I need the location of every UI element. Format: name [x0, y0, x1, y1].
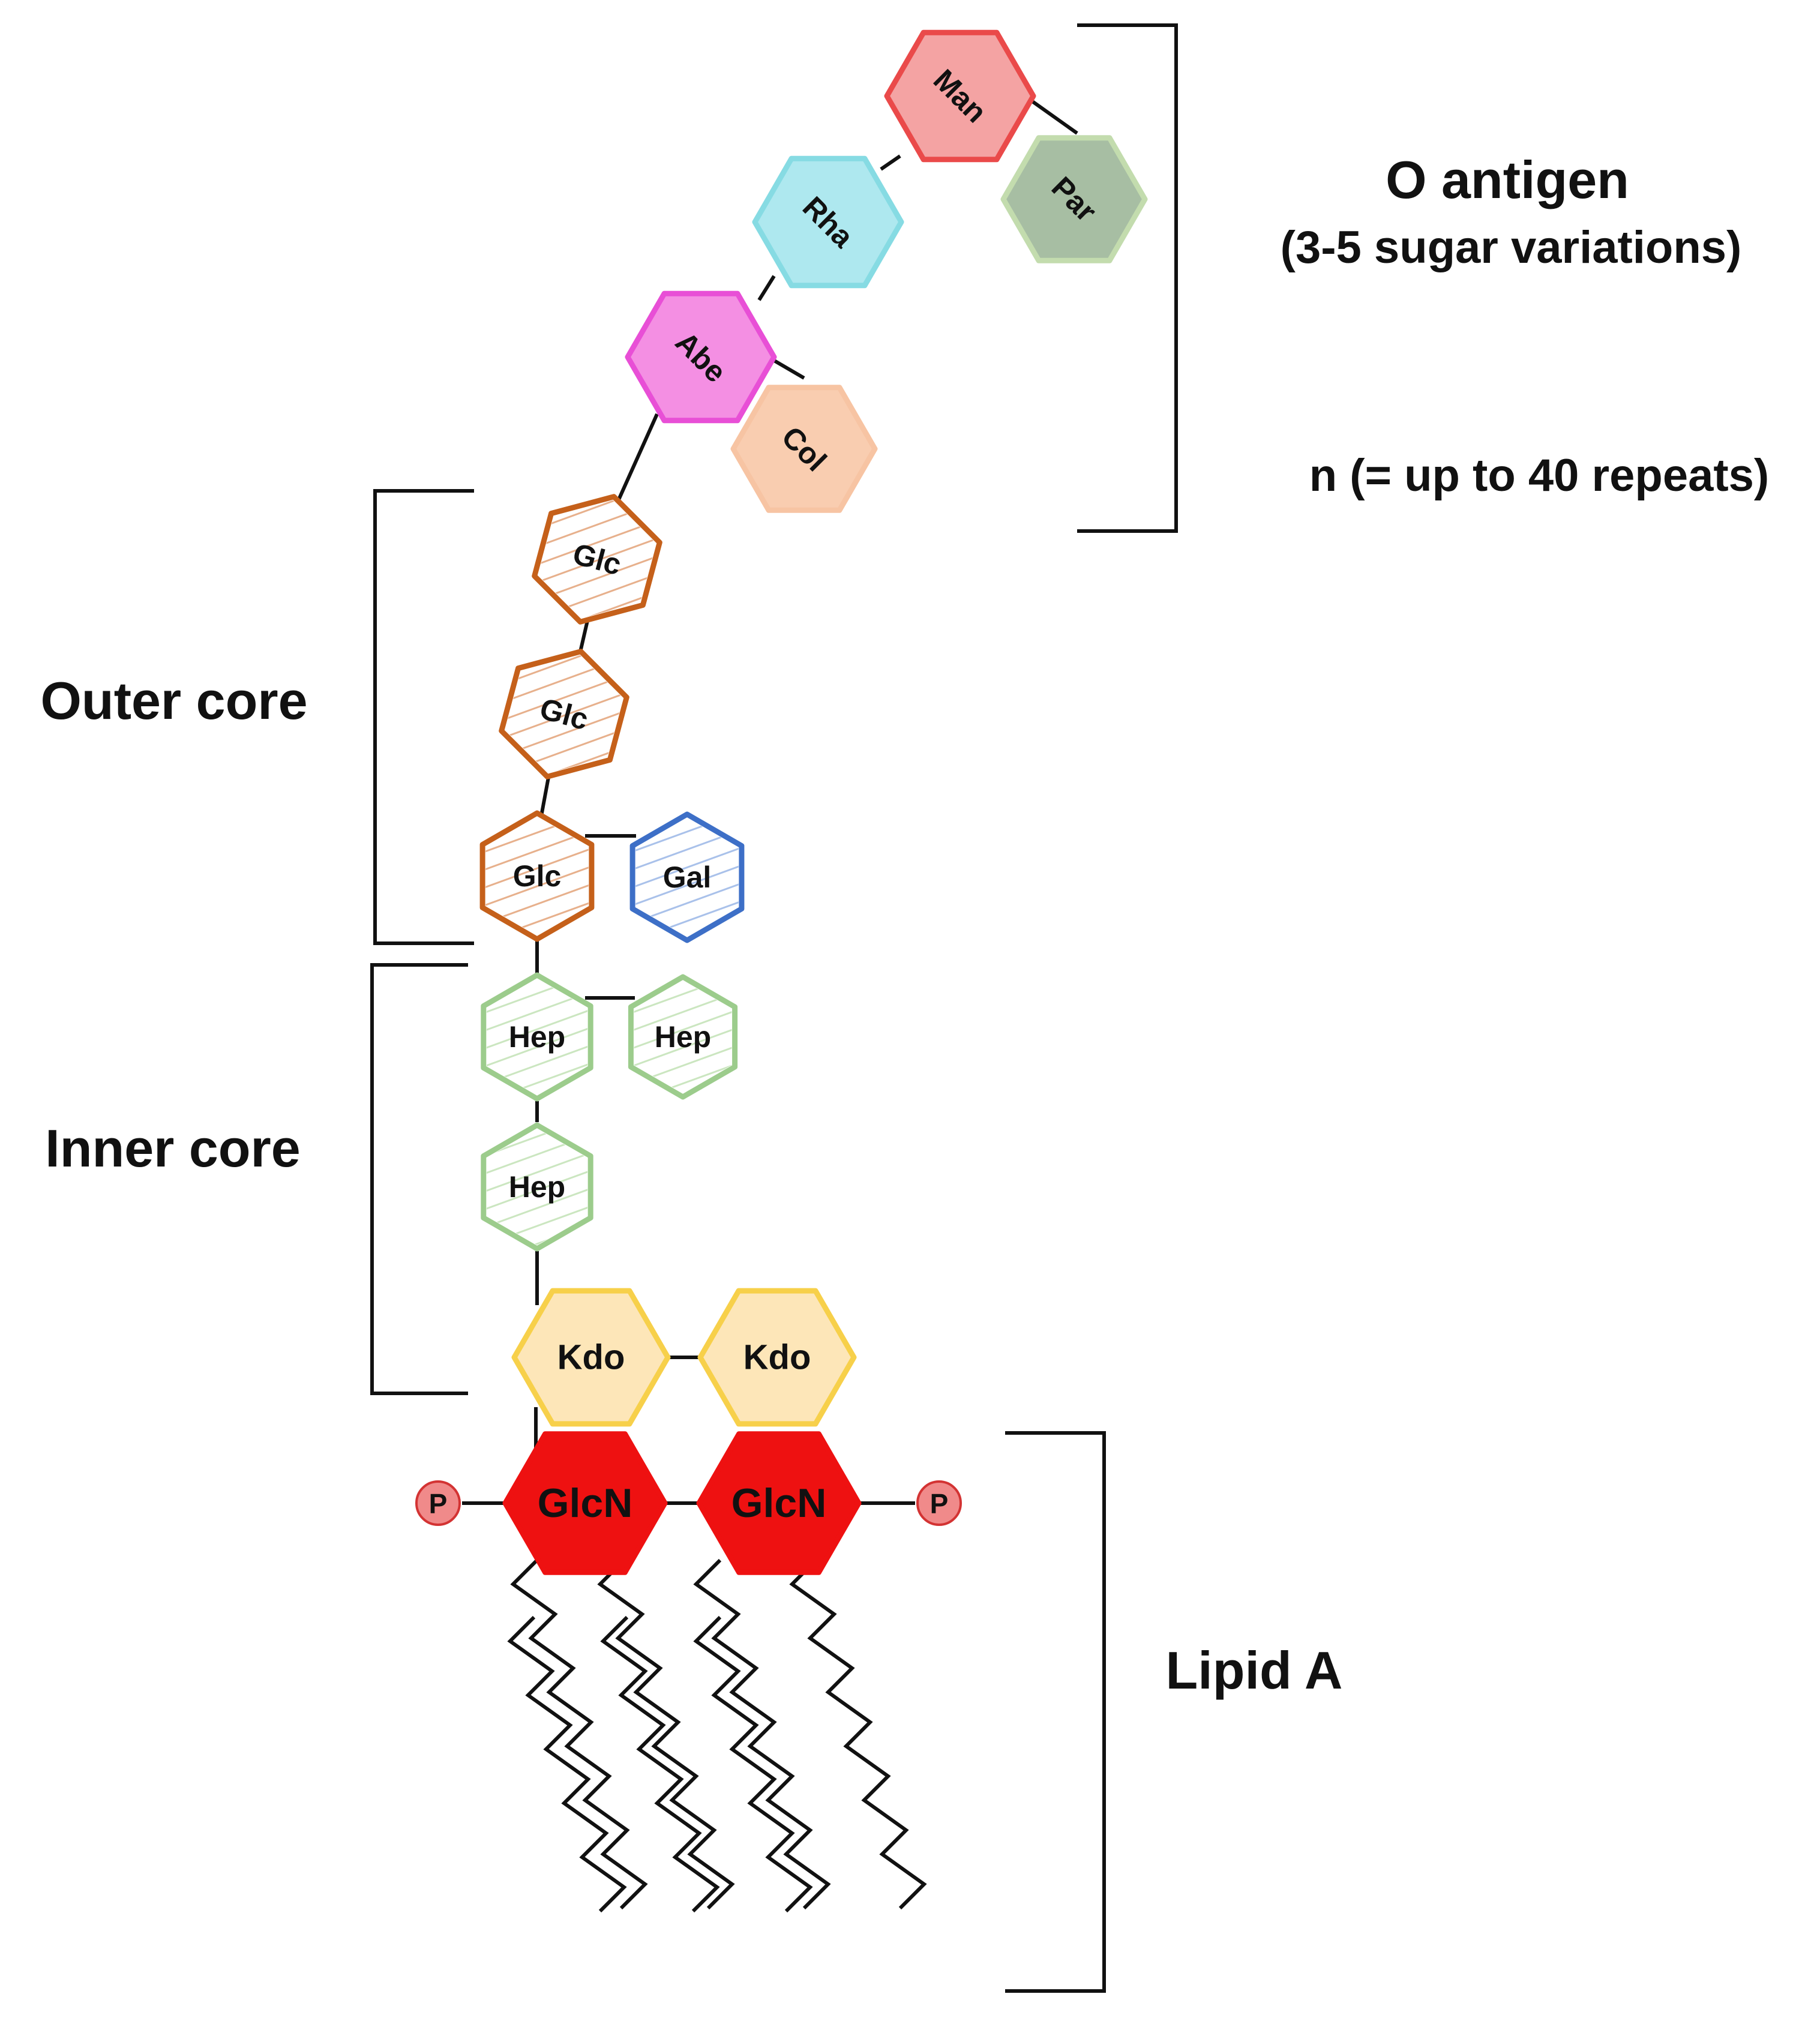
fatty-acid-chain	[693, 1615, 813, 1913]
sugar-glc-3: Glc	[479, 810, 595, 942]
sugar-hep-1-label: Hep	[509, 1020, 565, 1054]
sugar-glcn-1: GlcN	[502, 1431, 668, 1575]
phosphate-left-circle	[415, 1480, 461, 1526]
fatty-acid-chain	[507, 1615, 627, 1913]
sugar-gal-label: Gal	[663, 860, 712, 894]
bond-man-rha	[880, 154, 901, 171]
o-antigen-bracket	[1077, 23, 1178, 533]
sugar-glc-3-hatching	[485, 817, 589, 935]
sugar-man-hexagon	[884, 29, 1036, 163]
sugar-glc-2: Glc	[499, 649, 629, 779]
sugar-gal-hatching	[635, 818, 739, 937]
region-brackets	[370, 23, 1178, 1993]
sugar-hep-2-label: Hep	[655, 1020, 711, 1054]
o-antigen-title: O antigen	[1386, 150, 1629, 209]
sugar-abe-hexagon	[625, 290, 777, 424]
bond-glc2-glc3	[539, 773, 551, 817]
bond-abe-glc1	[616, 413, 659, 502]
sugar-glcn-1-hexagon	[502, 1431, 668, 1575]
sugar-glcn-2-hexagon	[696, 1431, 862, 1575]
sugar-glc-1-hatching	[538, 500, 656, 619]
sugar-glc-1: Glc	[532, 494, 662, 625]
fatty-acid-chain	[600, 1615, 720, 1913]
inner-core-bracket	[370, 963, 468, 1395]
sugar-hep-3-label: Hep	[509, 1170, 565, 1204]
sugar-par-hexagon	[1000, 135, 1148, 263]
outer-core-title: Outer core	[40, 671, 307, 730]
sugar-kdo-2: Kdo	[697, 1288, 857, 1427]
lipid-a-bracket	[1005, 1431, 1106, 1993]
sugar-kdo-1: Kdo	[511, 1288, 671, 1427]
o-antigen-repeats: n (= up to 40 repeats)	[1309, 450, 1770, 501]
sugar-glc-2-hatching	[505, 655, 623, 773]
lipid-a-title: Lipid A	[1166, 1641, 1343, 1700]
sugar-hep-3: Hep	[481, 1122, 593, 1252]
sugar-glcn-2-label: GlcN	[731, 1480, 827, 1526]
sugar-kdo-1-hexagon	[511, 1288, 671, 1427]
sugar-hep-1-hatching	[487, 979, 587, 1095]
sugar-col: Col	[730, 385, 878, 513]
fatty-acid-chain	[597, 1558, 735, 1910]
outer-core-bracket	[373, 489, 474, 945]
fatty-acid-chain	[789, 1558, 927, 1910]
sugar-glc-3-label: Glc	[513, 859, 562, 893]
sugar-hep-1: Hep	[481, 972, 593, 1102]
bond-rha-abe	[757, 275, 776, 301]
phosphate-right: P	[916, 1480, 962, 1526]
phosphate-right-label: P	[930, 1488, 949, 1519]
sugar-gal: Gal	[629, 811, 745, 943]
fatty-acid-chains	[507, 1558, 927, 1913]
sugar-rha: Rha	[752, 155, 904, 289]
sugar-hep-2: Hep	[628, 974, 738, 1100]
sugar-man: Man	[884, 29, 1036, 163]
o-antigen-subtitle: (3-5 sugar variations)	[1281, 222, 1742, 273]
inner-core-title: Inner core	[45, 1119, 300, 1178]
sugar-glcn-1-label: GlcN	[538, 1480, 633, 1526]
phosphate-left-label: P	[429, 1488, 448, 1519]
sugar-kdo-1-label: Kdo	[557, 1338, 625, 1377]
sugar-kdo-2-label: Kdo	[743, 1338, 811, 1377]
sugar-kdo-2-hexagon	[697, 1288, 857, 1427]
phosphate-left: P	[415, 1480, 461, 1526]
fatty-acid-chain	[693, 1558, 831, 1910]
sugar-hep-3-hatching	[487, 1129, 587, 1245]
fatty-acid-chain	[510, 1558, 648, 1910]
sugar-glcn-2: GlcN	[696, 1431, 862, 1575]
sugar-par: Par	[1000, 135, 1148, 263]
sugar-hep-2-hatching	[634, 980, 732, 1093]
phosphate-right-circle	[916, 1480, 962, 1526]
sugar-col-hexagon	[730, 385, 878, 513]
sugar-rha-hexagon	[752, 155, 904, 289]
sugar-abe: Abe	[625, 290, 777, 424]
